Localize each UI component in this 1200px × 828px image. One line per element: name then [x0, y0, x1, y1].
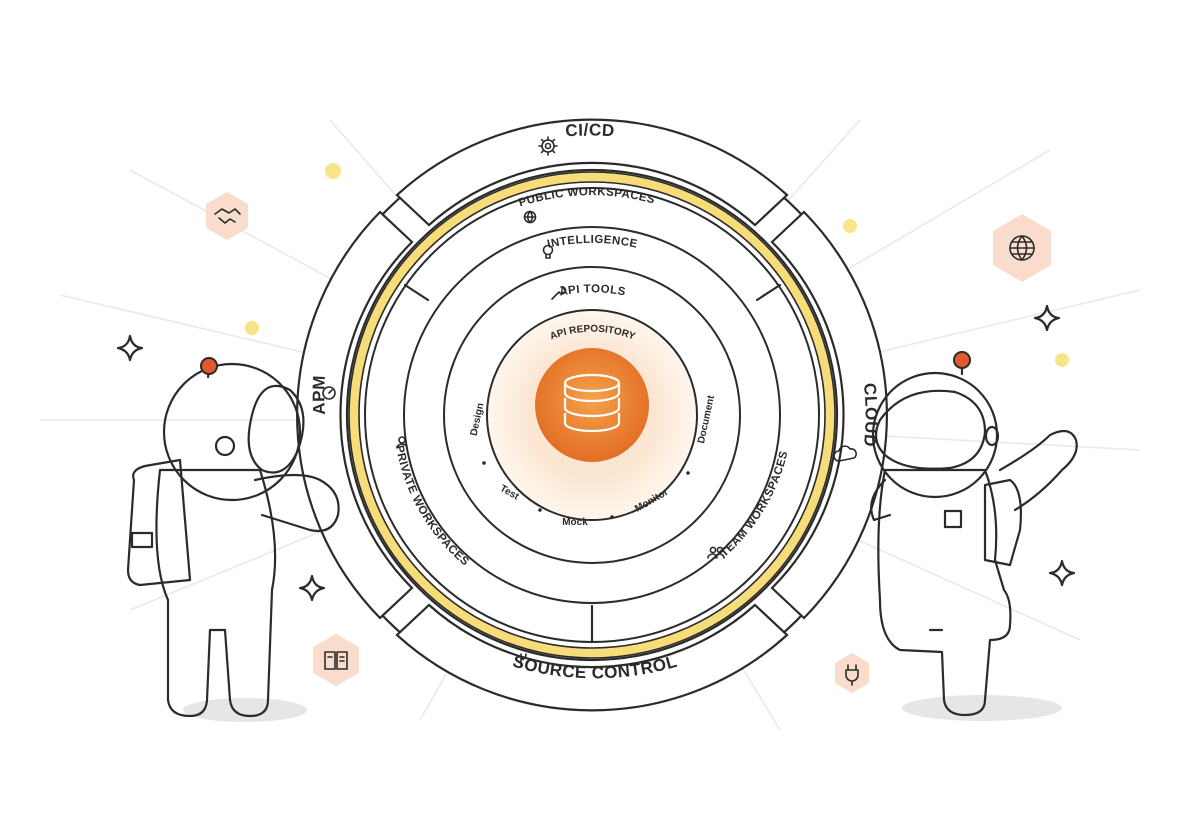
tool-mock: Mock: [562, 517, 588, 528]
api-repository-core[interactable]: [535, 348, 649, 462]
apm-label: APM: [309, 375, 329, 416]
book-badge: [313, 634, 359, 686]
cicd-label: CI/CD: [565, 120, 615, 140]
globe-badge: [993, 214, 1051, 282]
handshake-badge: [206, 192, 248, 240]
astronaut-right: [871, 352, 1077, 721]
plug-badge: [835, 653, 869, 693]
cloud-label: CLOUD: [860, 382, 881, 448]
